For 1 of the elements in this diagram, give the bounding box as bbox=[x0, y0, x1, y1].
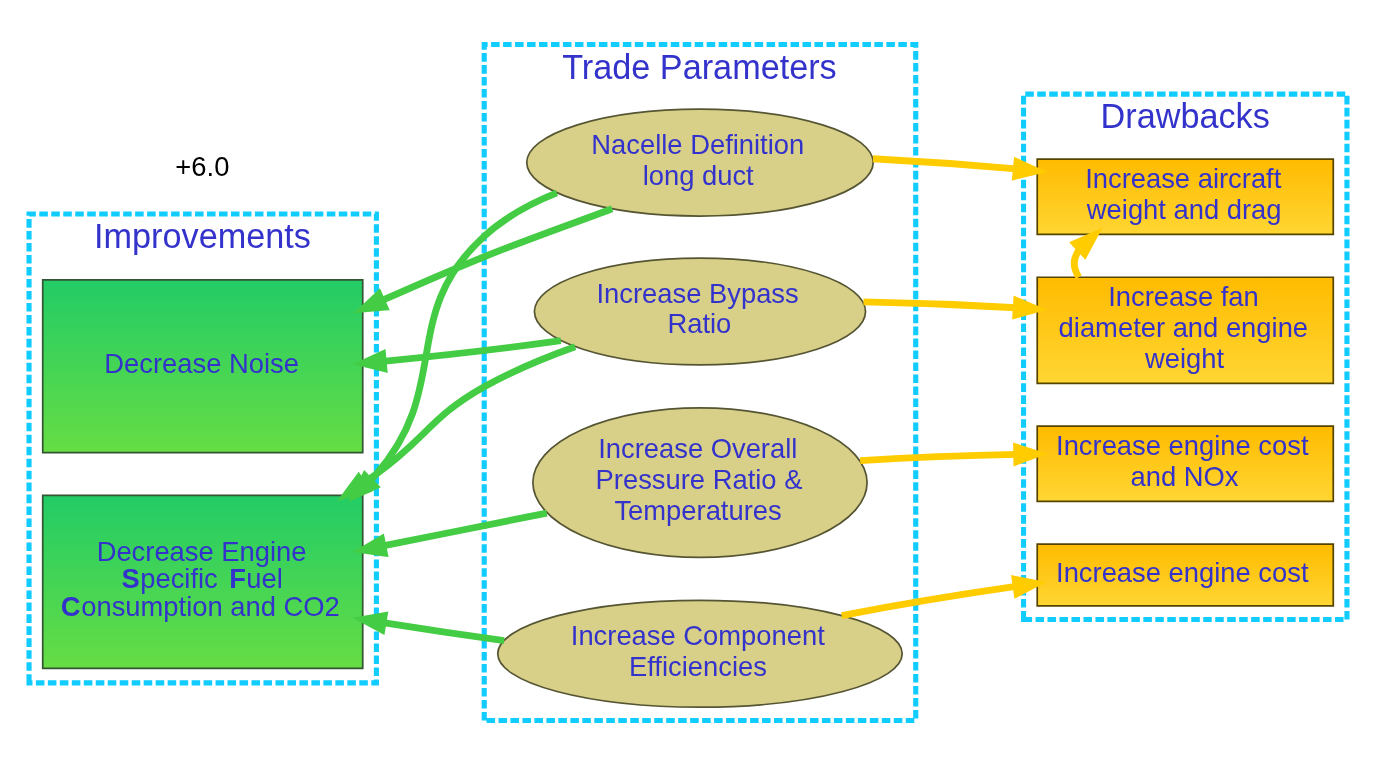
label: +6.0 bbox=[175, 150, 230, 182]
